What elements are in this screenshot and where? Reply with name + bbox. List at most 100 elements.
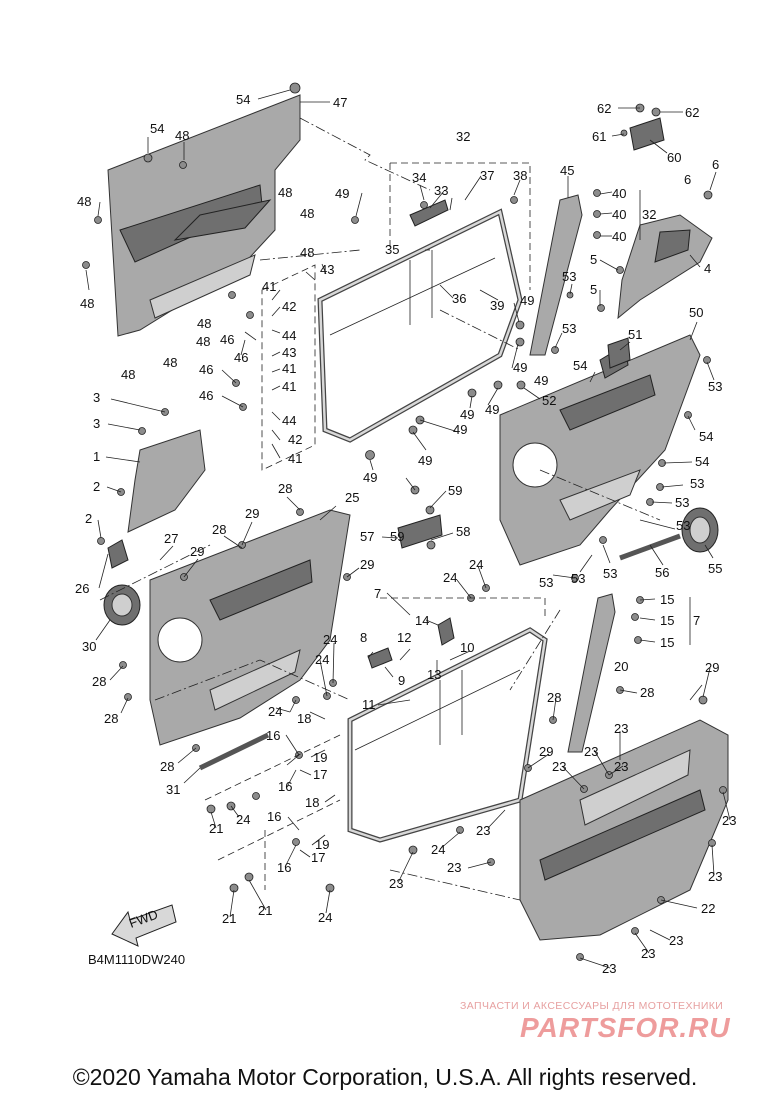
callout-53: 53: [675, 495, 689, 510]
callout-18: 18: [305, 795, 319, 810]
callout-23: 23: [722, 813, 736, 828]
parts-illustration: [82, 82, 729, 961]
callout-53: 53: [562, 321, 576, 336]
door-panel-upper-front: [499, 334, 701, 566]
callout-55: 55: [708, 561, 722, 576]
door-panel-lower-rear: [149, 509, 351, 746]
callout-52: 52: [542, 393, 556, 408]
latch-part: [437, 617, 455, 646]
callout-53: 53: [708, 379, 722, 394]
callout-29: 29: [360, 557, 374, 572]
callout-51: 51: [628, 327, 642, 342]
callout-16: 16: [267, 809, 281, 824]
diagram-code: B4M1110DW240: [88, 952, 186, 967]
callout-53: 53: [690, 476, 704, 491]
callout-23: 23: [669, 933, 683, 948]
upper-door-frame: [317, 199, 523, 443]
callout-1: 1: [93, 449, 100, 464]
callout-48: 48: [175, 128, 189, 143]
callout-48: 48: [196, 334, 210, 349]
callout-49: 49: [534, 373, 548, 388]
callout-54: 54: [695, 454, 709, 469]
callout-49: 49: [335, 186, 349, 201]
callout-38: 38: [513, 168, 527, 183]
callout-46: 46: [199, 388, 213, 403]
callout-21: 21: [258, 903, 272, 918]
callout-24: 23: [389, 876, 403, 891]
callout-40: 40: [612, 186, 626, 201]
callout-3: 3: [93, 416, 100, 431]
door-panel-upper-rear: [107, 94, 301, 337]
callout-50: 50: [689, 305, 703, 320]
callout-53: 53: [562, 269, 576, 284]
hinge-60: [629, 117, 665, 151]
callout-6: 6: [684, 172, 691, 187]
callout-48: 48: [121, 367, 135, 382]
vertical-strip-upper: [529, 194, 583, 356]
callout-24: 24: [443, 570, 457, 585]
callout-49: 49: [513, 360, 527, 375]
callout-59: 59: [448, 483, 462, 498]
callout-12: 12: [397, 630, 411, 645]
watermark-text: ЗАПЧАСТИ И АКСЕССУАРЫ ДЛЯ МОТОТЕХНИКИ: [460, 1000, 724, 1012]
fasteners: [82, 82, 727, 961]
callout-26: 26: [75, 581, 89, 596]
callout-34: 34: [412, 170, 426, 185]
callout-62: 62: [597, 101, 611, 116]
callout-14: 14: [415, 613, 429, 628]
callout-43: 43: [320, 262, 334, 277]
callout-49: 49: [520, 293, 534, 308]
latch-handle: [367, 647, 393, 669]
assembly-lines: [99, 117, 691, 901]
callout-28: 28: [547, 690, 561, 705]
callout-5: 5: [590, 252, 597, 267]
callout-2: 2: [93, 479, 100, 494]
callout-24: 24: [469, 557, 483, 572]
leader-lines: [85, 89, 731, 969]
callout-15: 15: [660, 592, 674, 607]
callout-60: 60: [667, 150, 681, 165]
callout-53: 53: [571, 571, 585, 586]
vertical-strip-lower: [567, 593, 616, 753]
callout-61: 61: [592, 129, 606, 144]
callout-42: 42: [288, 432, 302, 447]
callout-19: 19: [313, 750, 327, 765]
callout-49: 49: [418, 453, 432, 468]
callout-28: 28: [212, 522, 226, 537]
callout-49: 49: [363, 470, 377, 485]
callout-23: 23: [614, 759, 628, 774]
callout-28: 28: [640, 685, 654, 700]
callout-32: 32: [456, 129, 470, 144]
callout-10: 10: [460, 640, 474, 655]
callout-41: 41: [288, 451, 302, 466]
callout-54: 54: [573, 358, 587, 373]
cover-51: [607, 337, 631, 369]
rod-lower: [198, 732, 270, 771]
rod: [619, 533, 681, 561]
callout-23: 23: [476, 823, 490, 838]
callout-16: 16: [266, 728, 280, 743]
callout-48: 48: [80, 296, 94, 311]
callout-15: 15: [660, 635, 674, 650]
callout-29: 29: [245, 506, 259, 521]
callout-54: 54: [236, 92, 250, 107]
callout-23: 23: [641, 946, 655, 961]
watermark-logo: PARTSFOR.RU: [520, 1012, 731, 1043]
callout-47: 47: [333, 95, 347, 110]
corner-trim: [617, 214, 713, 320]
callout-53: 53: [676, 518, 690, 533]
callout-49: 49: [453, 422, 467, 437]
speaker-grille-right: [681, 507, 719, 553]
callout-8: 8: [360, 630, 367, 645]
callout-24: 24: [431, 842, 445, 857]
callout-31: 31: [166, 782, 180, 797]
callout-58: 58: [456, 524, 470, 539]
callout-7: 7: [693, 613, 700, 628]
callout-29: 29: [705, 660, 719, 675]
bracket-left: [127, 429, 206, 533]
callout-46: 46: [234, 350, 248, 365]
callout-43: 43: [282, 345, 296, 360]
callout-16: 16: [278, 779, 292, 794]
callout-48: 48: [300, 206, 314, 221]
